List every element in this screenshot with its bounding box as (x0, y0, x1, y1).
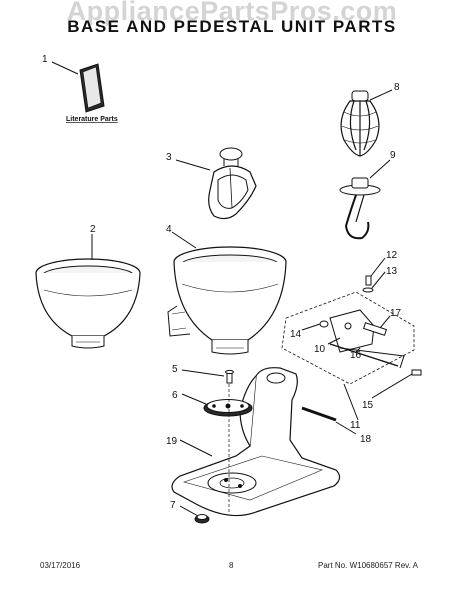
callout-12: 12 (386, 250, 398, 261)
flat-beater (208, 147, 257, 220)
callout-16: 16 (350, 350, 362, 361)
callout-18: 18 (360, 434, 372, 445)
literature-label: Literature Parts (66, 116, 118, 123)
callout-15: 15 (362, 400, 374, 411)
leader-line-5 (181, 369, 225, 377)
callout-17: 17 (390, 308, 402, 319)
leader-line-10 (327, 337, 341, 345)
pedestal-base (171, 367, 341, 517)
leader-line-9 (369, 159, 391, 179)
leader-line-4 (171, 231, 197, 249)
callout-14: 14 (290, 329, 302, 340)
leader-line-3 (175, 159, 211, 171)
footer-date: 03/17/2016 (40, 561, 81, 570)
pedestal-parts-group (281, 275, 422, 385)
leader-line-11 (343, 383, 359, 421)
callout-1: 1 (42, 54, 48, 65)
leader-line-19 (179, 439, 213, 457)
callout-3: 3 (166, 152, 172, 163)
leader-line-17 (379, 315, 391, 329)
callout-10: 10 (314, 344, 326, 355)
leader-line-8 (369, 89, 393, 101)
clamp-plate-6 (203, 399, 253, 417)
leader-line-14 (301, 323, 321, 331)
leader-line-1 (51, 61, 79, 75)
callout-11: 11 (350, 420, 361, 431)
leader-line-15 (371, 373, 413, 399)
bowl-plain (35, 258, 141, 349)
leader-line-18 (335, 421, 357, 435)
literature-booklet (79, 63, 105, 113)
watermark-text: AppliancePartsPros.com (66, 0, 398, 26)
footer-page-number: 8 (229, 561, 234, 570)
callout-13: 13 (386, 266, 398, 277)
callout-7: 7 (170, 500, 176, 511)
callout-2: 2 (90, 224, 96, 235)
bowl-with-handle (167, 246, 287, 355)
rubber-foot-7 (194, 514, 210, 524)
callout-9: 9 (390, 150, 396, 161)
footer-part-number: Part No. W10680657 Rev. A (318, 561, 418, 570)
page-title: BASE AND PEDESTAL UNIT PARTS (67, 17, 397, 36)
screw-5 (225, 369, 234, 384)
callout-5: 5 (172, 364, 178, 375)
leader-line-7 (179, 505, 199, 517)
dough-hook (339, 177, 381, 240)
callout-4: 4 (166, 224, 172, 235)
leader-line-13 (371, 271, 386, 289)
leader-line-6 (181, 393, 207, 405)
wire-whip (340, 90, 380, 157)
leader-line-16 (355, 347, 361, 353)
callout-6: 6 (172, 390, 178, 401)
callout-19: 19 (166, 436, 178, 447)
callout-8: 8 (394, 82, 400, 93)
leader-line-12 (370, 257, 386, 277)
